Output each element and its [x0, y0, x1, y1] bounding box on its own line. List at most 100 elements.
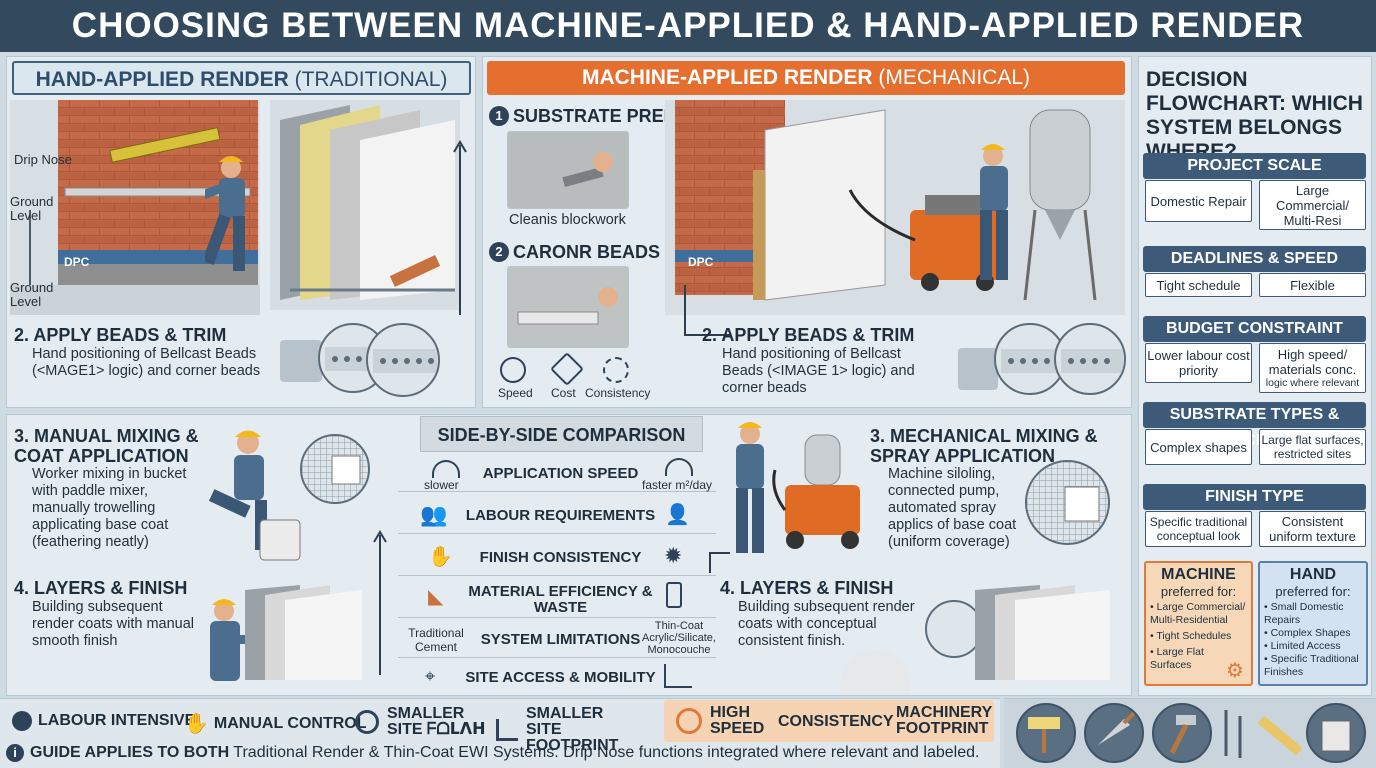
fc-lower-labour: Lower labour cost priority	[1145, 343, 1252, 383]
machine-step4-text: Building subsequent render coats with co…	[738, 599, 915, 649]
corner-beads-illustration	[507, 266, 629, 348]
hand-step3-title: 3. MANUAL MIXING & COAT APPLICATION	[14, 426, 199, 466]
hand-preferred-box: HAND preferred for: • Small Domestic Rep…	[1258, 561, 1368, 686]
machine-step3-title: 3. MECHANICAL MIXING & SPRAY APPLICATION	[870, 426, 1098, 466]
comparison-row: SYSTEM LIMITATIONS	[398, 622, 716, 658]
high-speed-label: HIGH SPEED	[710, 704, 765, 737]
comparison-row: SITE ACCESS & MOBILITY	[398, 660, 716, 696]
bead-icon	[280, 340, 322, 382]
fc-option-text: Consistent uniform texture	[1269, 514, 1356, 544]
fc-project-scale: PROJECT SCALE	[1143, 153, 1366, 179]
dpc-label: DPC	[64, 255, 90, 269]
trowel-tool-icon	[1084, 703, 1144, 763]
comparison-title: SIDE-BY-SIDE COMPARISON	[420, 416, 703, 452]
fc-specific-traditional: Specific traditional conceptual look	[1145, 511, 1252, 547]
bead-detail-circle-2	[366, 323, 440, 397]
consistency-icon	[603, 357, 629, 383]
guide-note: i GUIDE APPLIES TO BOTH Traditional Rende…	[6, 744, 996, 762]
drip-nose-label: Drip Nose	[14, 152, 72, 167]
comparison-row: LABOUR REQUIREMENTS	[398, 498, 716, 534]
machine-header-thin: (MECHANICAL)	[872, 66, 1031, 89]
guide-bold: GUIDE APPLIES TO BOTH	[30, 744, 230, 761]
machine-preferred-item: • Large Flat Surfaces	[1150, 646, 1204, 671]
fc-option-text: Flexible	[1290, 277, 1335, 293]
hand-preferred-item: • Specific Traditional Finishes	[1264, 653, 1359, 678]
trowel-icon: ◣	[428, 586, 444, 608]
mixing-worker	[200, 425, 310, 570]
row-application-speed: APPLICATION SPEED	[482, 465, 639, 482]
comparison-row: MATERIAL EFFICIENCY & WASTE	[398, 582, 716, 618]
step-arrow	[453, 140, 467, 315]
labour-intensive: LABOUR INTENSIVE	[12, 711, 195, 731]
machine-header: MACHINE-APPLIED RENDER (MECHANICAL)	[487, 61, 1125, 95]
spray-machine-illustration	[772, 434, 860, 549]
flowchart-title: DECISION FLOWCHART: WHICH SYSTEM BELONGS…	[1146, 68, 1363, 163]
machine-mesh-circle	[1025, 460, 1110, 545]
machine-lower-arrow	[709, 552, 730, 573]
ground-level-label-1: Ground Level	[10, 194, 54, 223]
single-worker-icon: 👤	[665, 504, 690, 526]
machine-bead-icon	[958, 348, 998, 390]
fc-option-text: Large flat surfaces, restricted sites	[1261, 433, 1364, 461]
fc-option-text: Complex shapes	[1150, 439, 1247, 455]
machine-layers-illustration	[975, 585, 1110, 680]
fc-finish-type: FINISH TYPE	[1143, 484, 1366, 510]
labour-intensive-label: LABOUR INTENSIVE	[38, 712, 196, 729]
hand-icon: ✋	[428, 546, 453, 568]
consistency-label: CONSISTENCY	[778, 713, 894, 730]
hand-header-thin: (TRADITIONAL)	[288, 68, 448, 91]
fc-option-text: Specific traditional conceptual look	[1149, 515, 1248, 543]
fc-option-text: Domestic Repair	[1150, 193, 1247, 209]
slower-label: slower	[424, 478, 459, 492]
hand-preferred-title: HAND	[1289, 566, 1337, 583]
hand-header: HAND-APPLIED RENDER (TRADITIONAL)	[12, 61, 471, 95]
hand-step4-title: 4. LAYERS & FINISH	[14, 578, 188, 598]
machine-step-arrow	[684, 285, 730, 336]
ruler-icon	[1252, 706, 1303, 762]
machine-header-bold: MACHINE-APPLIED RENDER	[581, 66, 873, 89]
hand-step2-title: 2. APPLY BEADS & TRIM	[14, 325, 227, 345]
workers-icon: 👥	[420, 502, 448, 527]
substrate-prep-title: SUBSTRATE PREP	[513, 106, 676, 126]
gear-icon: ✹	[664, 543, 683, 568]
smaller-site-footprint-label: SMALLER SITE FOOTPRINT	[526, 705, 619, 754]
fc-high-speed: High speed/ materials conc.logic where r…	[1259, 343, 1366, 393]
speed-icon	[500, 357, 526, 383]
consistency: CONSISTENCY	[778, 713, 894, 731]
high-speed: HIGH SPEED	[676, 704, 765, 737]
footprint-chart-icon	[664, 664, 692, 688]
faster-label: faster m²/day	[642, 478, 713, 492]
step-number-2: 2	[489, 242, 509, 262]
ewi-section-illustration	[270, 100, 460, 310]
hand-step4-text: Building subsequent render coats with ma…	[32, 599, 194, 649]
speedometer-icon	[676, 708, 702, 734]
hand-lower-arrow	[373, 530, 387, 675]
machine-preferred-sub: preferred for:	[1160, 584, 1237, 599]
gears-icon: ⚙	[1226, 660, 1244, 682]
map-pin-icon: ⌖	[425, 666, 436, 686]
machine-preferred-box: MACHINE preferred for: • Large Commercia…	[1144, 561, 1253, 686]
fc-budget: BUDGET CONSTRAINT	[1143, 316, 1366, 342]
site-footprint-label: SITE ᖴᗝᒪᐱᕼ	[387, 721, 486, 738]
fc-large-commercial: Large Commercial/ Multi-Resi	[1259, 180, 1366, 230]
screws-icon	[1218, 706, 1248, 762]
hand-preferred-item: • Small Domestic Repairs	[1264, 601, 1344, 626]
machine-step4-title: 4. LAYERS & FINISH	[720, 578, 894, 598]
spray-worker	[720, 418, 780, 563]
machine-step3-text: Machine siloling, connected pump, automa…	[888, 466, 1017, 550]
guide-text: Traditional Render & Thin-Coat EWI Syste…	[229, 744, 980, 761]
hand-worker-1	[194, 152, 265, 302]
smaller-site-2: SMALLER SITE FOOTPRINT	[496, 706, 638, 754]
info-icon: i	[6, 744, 24, 762]
hand-control-icon: ✋	[184, 713, 209, 735]
render-layers-illustration	[245, 585, 362, 680]
hand-preferred-item: • Complex Shapes	[1264, 627, 1351, 639]
step-number-1: 1	[489, 106, 509, 126]
machine-preferred-title: MACHINE	[1161, 566, 1236, 583]
fc-tight-schedule: Tight schedule	[1145, 273, 1252, 297]
fc-domestic-repair: Domestic Repair	[1145, 180, 1252, 222]
row-site-access: SITE ACCESS & MOBILITY	[465, 669, 656, 686]
hand-step2-text: Hand positioning of Bellcast Beads (<MAG…	[32, 346, 261, 379]
slow-gauge-icon	[432, 460, 460, 478]
